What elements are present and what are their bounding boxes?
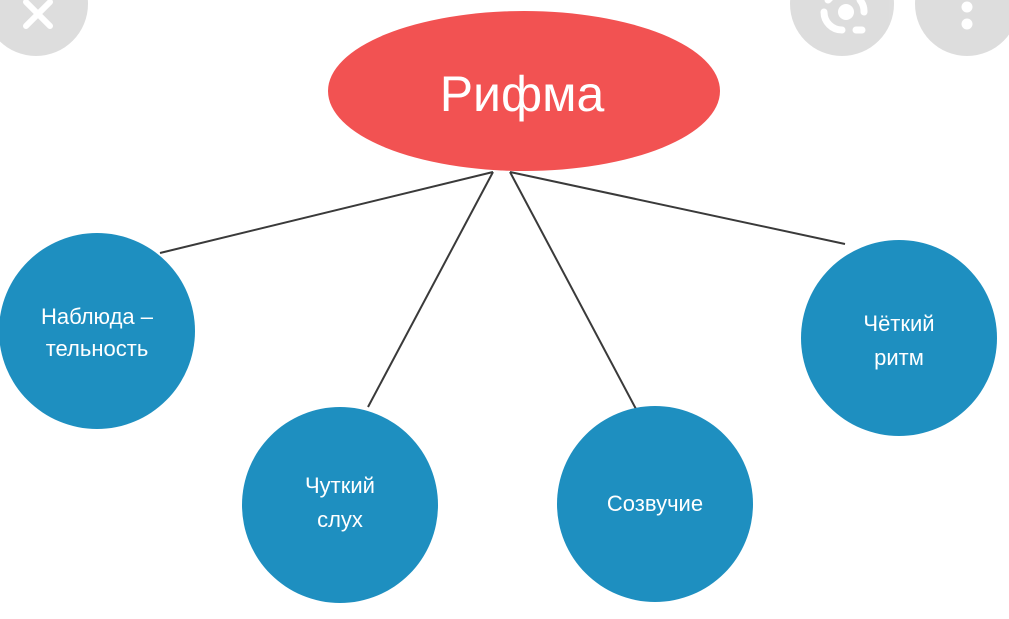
node-keen-hearing: Чуткий слух xyxy=(242,407,438,603)
edge-to-keen-hearing xyxy=(367,171,494,408)
node-clear-rhythm: Чёткий ритм xyxy=(801,240,997,436)
node-observation-label-line-2: тельность xyxy=(46,336,149,361)
node-clear-rhythm-shape xyxy=(801,240,997,436)
lens-button[interactable] xyxy=(790,0,894,56)
edge-to-consonance xyxy=(509,171,637,410)
node-clear-rhythm-label-line-1: Чёткий xyxy=(863,311,934,336)
more-vertical-icon xyxy=(961,1,973,30)
node-observation: Наблюда – тельность xyxy=(0,233,195,429)
node-clear-rhythm-label-line-2: ритм xyxy=(874,345,924,370)
edge-to-observation xyxy=(159,171,494,254)
edge-to-clear-rhythm xyxy=(509,171,846,245)
node-keen-hearing-shape xyxy=(242,407,438,603)
node-keen-hearing-label-line-2: слух xyxy=(317,507,363,532)
node-consonance-label-line-1: Созвучие xyxy=(607,491,703,516)
node-consonance-shape xyxy=(557,406,753,602)
center-node-label: Рифма xyxy=(440,66,605,122)
center-node-shape xyxy=(328,11,720,171)
node-keen-hearing-label-line-1: Чуткий xyxy=(305,473,375,498)
center-node: Рифма xyxy=(328,11,720,171)
node-observation-shape xyxy=(0,233,195,429)
lens-icon xyxy=(820,0,868,34)
close-icon xyxy=(23,0,53,29)
node-observation-label-line-1: Наблюда – xyxy=(41,304,154,329)
close-button[interactable] xyxy=(0,0,88,56)
node-consonance: Созвучие xyxy=(557,406,753,602)
more-options-button[interactable] xyxy=(915,0,1009,56)
